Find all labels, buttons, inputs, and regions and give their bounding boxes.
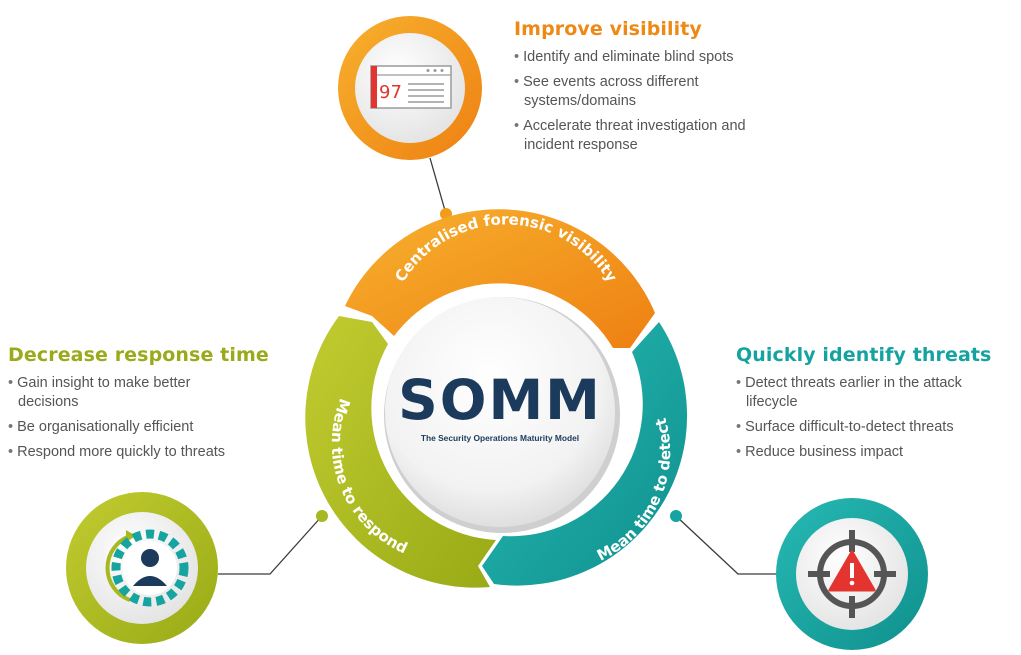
dashboard-window-icon: 97: [370, 65, 452, 109]
list-item: Accelerate threat investigation and inci…: [514, 117, 794, 155]
connector-response: [218, 515, 323, 575]
ring-segment-detect: [482, 322, 688, 586]
threats-section: Quickly identify threats Detect threats …: [736, 344, 1021, 468]
response-list: Gain insight to make better decisions Be…: [8, 374, 308, 462]
list-item: Gain insight to make better decisions: [8, 374, 208, 412]
threats-heading: Quickly identify threats: [736, 344, 992, 366]
list-item: Be organisationally efficient: [8, 418, 308, 437]
threats-list: Detect threats earlier in the attack lif…: [736, 374, 1021, 462]
connector-lines: [218, 157, 790, 575]
list-item: Detect threats earlier in the attack lif…: [736, 374, 991, 412]
connector-threats: [675, 515, 790, 575]
connector-dot-threats: [670, 510, 682, 522]
connector-dot-response: [316, 510, 328, 522]
visibility-list: Identify and eliminate blind spots See e…: [514, 48, 804, 155]
threats-icon-disc: [776, 498, 928, 650]
visibility-heading: Improve visibility: [514, 18, 702, 40]
response-heading: Decrease response time: [8, 344, 269, 366]
response-icon-disc: [66, 492, 218, 644]
center-label: SOMM The Security Operations Maturity Mo…: [388, 369, 612, 443]
center-title: SOMM: [398, 368, 602, 432]
visibility-section: Improve visibility Identify and eliminat…: [514, 18, 804, 161]
list-item: Surface difficult-to-detect threats: [736, 418, 1021, 437]
list-item: Respond more quickly to threats: [8, 443, 308, 462]
crosshair-alert-icon: [808, 530, 896, 618]
ring-segment-visibility: [345, 209, 655, 348]
response-section: Decrease response time Gain insight to m…: [8, 344, 308, 468]
user-gear-cycle-icon: [105, 529, 189, 607]
dashboard-number: 97: [379, 82, 402, 103]
visibility-icon-disc: 97: [338, 16, 482, 160]
list-item: See events across different systems/doma…: [514, 73, 774, 111]
connector-visibility: [429, 157, 447, 215]
list-item: Reduce business impact: [736, 443, 1021, 462]
list-item: Identify and eliminate blind spots: [514, 48, 804, 67]
center-disc: [385, 297, 615, 527]
center-subtitle: The Security Operations Maturity Model: [420, 433, 580, 443]
ring-segment-respond: [305, 316, 496, 588]
